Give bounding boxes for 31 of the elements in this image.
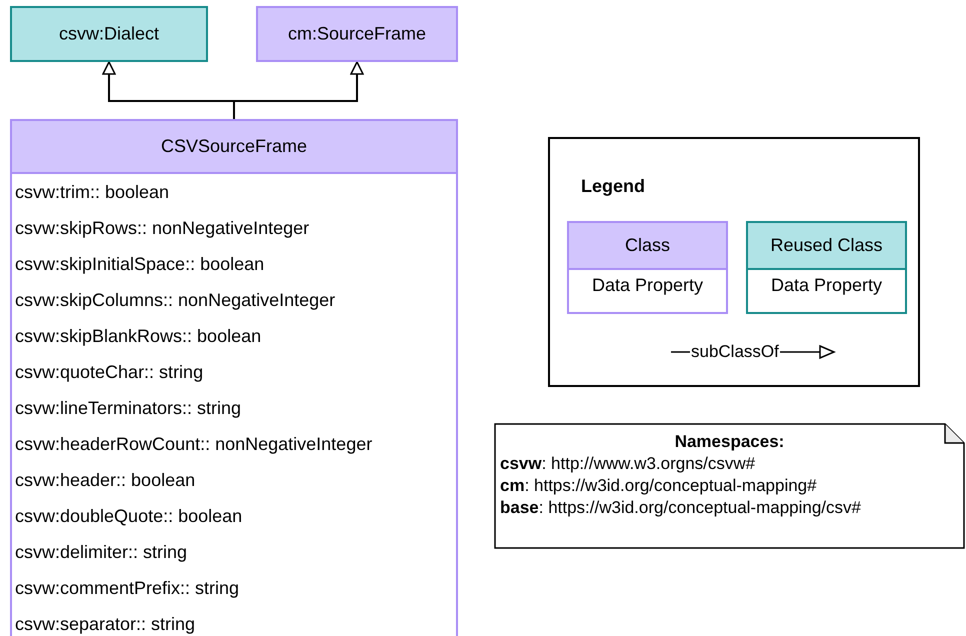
namespace-line: base: https://w3id.org/conceptual-mapping/csv# [500,497,861,519]
data-property: csvw:skipBlankRows:: boolean [15,325,262,347]
data-property: csvw:headerRowCount:: nonNegativeInteger [15,433,372,455]
data-property: csvw:skipRows:: nonNegativeInteger [15,217,310,239]
class-box [567,221,728,314]
data-property: csvw:separator:: string [15,613,196,635]
namespace-line: cm: https://w3id.org/conceptual-mapping# [500,475,817,497]
legend-title: Legend [581,176,646,197]
note-title: Namespaces: [674,431,786,453]
class-name: Reused Class [748,223,905,270]
data-property: Data Property [590,275,704,296]
data-property: Data Property [770,275,884,296]
data-property: csvw:delimiter:: string [15,541,188,563]
legend-frame [548,137,920,387]
class-name: csvw:Dialect [58,24,160,44]
namespace-line: csvw: http://www.w3.orgns/csvw# [500,453,756,475]
class-name: cm:SourceFrame [286,24,428,44]
class-box [10,119,458,636]
class-name: Class [569,223,726,270]
class-box [256,6,458,62]
data-property: csvw:doubleQuote:: boolean [15,505,242,527]
data-property: csvw:quoteChar:: string [15,361,204,383]
class-box [746,221,907,314]
data-property: csvw:trim:: boolean [15,181,170,203]
data-property: csvw:skipColumns:: nonNegativeInteger [15,289,336,311]
data-property: csvw:commentPrefix:: string [15,577,240,599]
class-name: CSVSourceFrame [12,121,456,174]
class-box [10,6,208,62]
data-property: csvw:skipInitialSpace:: boolean [15,253,264,275]
data-property: csvw:header:: boolean [15,469,196,491]
data-property: csvw:lineTerminators:: string [15,397,242,419]
